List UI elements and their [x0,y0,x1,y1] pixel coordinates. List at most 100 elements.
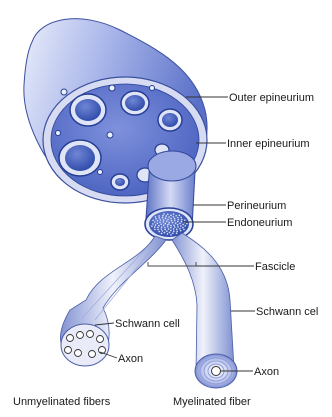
axon-dot [174,218,176,220]
fiber-strand [82,244,150,318]
label-schwann-cell-left: Schwann cell [115,318,180,330]
label-axon-right: Axon [254,366,279,378]
axon-dot [164,227,166,229]
axon-dot [160,219,162,221]
label-endoneurium: Endoneurium [227,217,292,229]
axon-dot [165,215,167,217]
axon-dot [173,224,175,226]
blood-vessel [107,132,113,138]
blood-vessel [56,131,61,136]
axon-dot [184,219,186,221]
perineurium-back [148,151,196,181]
axon-dot [177,226,179,228]
axon-dot [180,230,182,232]
blood-vessel [98,170,103,175]
axon-dot [181,219,183,221]
myelinated-axon [212,367,221,376]
axon-dot [177,224,179,226]
axon-dot [182,224,184,226]
blood-vessel [61,89,67,95]
axon-dot [167,224,169,226]
axon-dot [164,229,166,231]
axon-dot [174,220,176,222]
label-axon-left: Axon [118,353,143,365]
axon-dot [151,225,153,227]
axon-dot [167,219,169,221]
fascicle [65,145,95,171]
unmyelinated-axon [75,350,82,357]
axon-dot [154,229,156,231]
fascicle [75,99,101,121]
axon-dot [181,221,183,223]
axon-dot [157,223,159,225]
axon-dot [162,230,164,232]
axon-dot [179,228,181,230]
axon-dot [161,226,163,228]
axon-dot [152,223,154,225]
axon-dot [182,227,184,229]
myelinated-fiber-tube [172,233,234,372]
label-perineurium: Perineurium [227,200,286,212]
axon-dot [157,220,159,222]
axon-dot [168,223,170,225]
blood-vessel [109,85,115,91]
axon-dot [163,213,165,215]
axon-dot [176,232,178,234]
axon-dot [162,217,164,219]
axon-dot [154,221,156,223]
axon-dot [177,221,179,223]
axon-dot [163,225,165,227]
axon-dot [155,216,157,218]
axon-dot [173,216,175,218]
blood-vessel [150,86,155,91]
label-outer-epineurium: Outer epineurium [229,92,314,104]
axon-dot [186,223,188,225]
axon-dot [172,222,174,224]
axon-dot [164,232,166,234]
axon-dot [160,223,162,225]
unmyelinated-axon [65,347,72,354]
axon-dot [175,222,177,224]
axon-dot [169,232,171,234]
fascicle [125,95,145,111]
axon-dot [173,230,175,232]
axon-dot [161,233,163,235]
axon-dot [183,229,185,231]
axon-dot [166,230,168,232]
axon-dot [170,234,172,236]
axon-dot [172,232,174,234]
unmyelinated-axon [97,336,104,343]
axon-dot [176,230,178,232]
label-schwann-cell-right: Schwann cel [256,306,318,318]
axon-dot [165,217,167,219]
axon-dot [158,225,160,227]
axon-dot [159,221,161,223]
unmyelinated-axon [77,332,84,339]
unmyelinated-fiber-face [61,324,109,366]
axon-dot [177,217,179,219]
label-inner-epineurium: Inner epineurium [227,138,310,150]
axon-dot [164,223,166,225]
unmyelinated-axon [89,351,96,358]
axon-dot [163,221,165,223]
axon-dot [180,217,182,219]
axon-dot [166,220,168,222]
axon-dot [178,214,180,216]
axon-dot [167,226,169,228]
axon-dot [184,225,186,227]
axon-dot [176,228,178,230]
axon-dot [173,213,175,215]
axon-dot [168,222,170,224]
axon-dot [162,215,164,217]
axon-dot [173,228,175,230]
axon-dot [158,231,160,233]
caption-myelinated: Myelinated fiber [173,396,251,408]
axon-dot [180,225,182,227]
axon-dot [163,219,165,221]
axon-dot [167,214,169,216]
axon-dot [158,217,160,219]
axon-dot [175,215,177,217]
axon-dot [168,228,170,230]
